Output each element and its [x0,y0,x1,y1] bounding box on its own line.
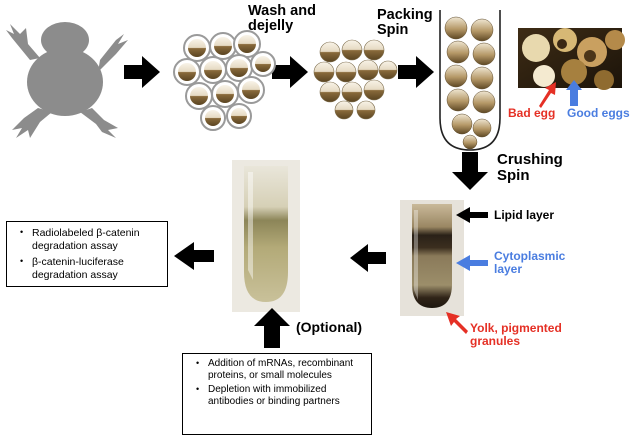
bad-egg-label: Bad egg [508,106,556,120]
list-item: Addition of mRNAs, recombinant proteins,… [196,358,365,382]
egg-photo [518,28,625,90]
cytoplasmic-layer-label: Cytoplasmic layer [494,249,566,276]
pointer-arrow-icon [456,207,488,223]
assays-list: Radiolabeled β-catenin degradation assay… [17,227,161,281]
optional-label: (Optional) [296,319,363,335]
jelly-eggs [173,30,276,131]
pointer-arrow-icon [456,255,488,271]
list-item: β-catenin-luciferase degradation assay [20,256,161,281]
block-arrow-icon [254,308,290,348]
crushed-tube-photo [400,200,464,316]
pointer-arrow-icon [566,80,582,106]
block-arrow-icon [124,56,160,88]
frog-silhouette-icon [6,22,128,138]
packing-spin-label: Packing Spin [377,7,433,39]
packing-tube [439,10,501,151]
dejellied-eggs [313,39,398,120]
good-eggs-label: Good eggs [567,106,630,120]
pointer-arrow-icon [446,312,468,334]
lipid-layer-label: Lipid layer [494,208,555,222]
list-item: Depletion with immobilized antibodies or… [196,384,365,408]
crushing-spin-label: Crushing Spin [497,151,563,184]
block-arrow-icon [272,56,308,88]
list-item: Radiolabeled β-catenin degradation assay [20,227,161,252]
pointer-arrow-icon [539,82,556,108]
optional-treatments-box: Addition of mRNAs, recombinant proteins,… [182,353,372,435]
block-arrow-icon [452,152,488,190]
wash-dejelly-label: Wash and dejelly [248,3,316,35]
block-arrow-icon [174,242,214,270]
yolk-granules-label: Yolk, pigmented granules [470,321,562,348]
block-arrow-icon [350,244,386,272]
assays-box: Radiolabeled β-catenin degradation assay… [6,221,168,287]
block-arrow-icon [398,56,434,88]
extract-tube-photo [232,160,300,312]
optional-treatments-list: Addition of mRNAs, recombinant proteins,… [193,358,365,408]
